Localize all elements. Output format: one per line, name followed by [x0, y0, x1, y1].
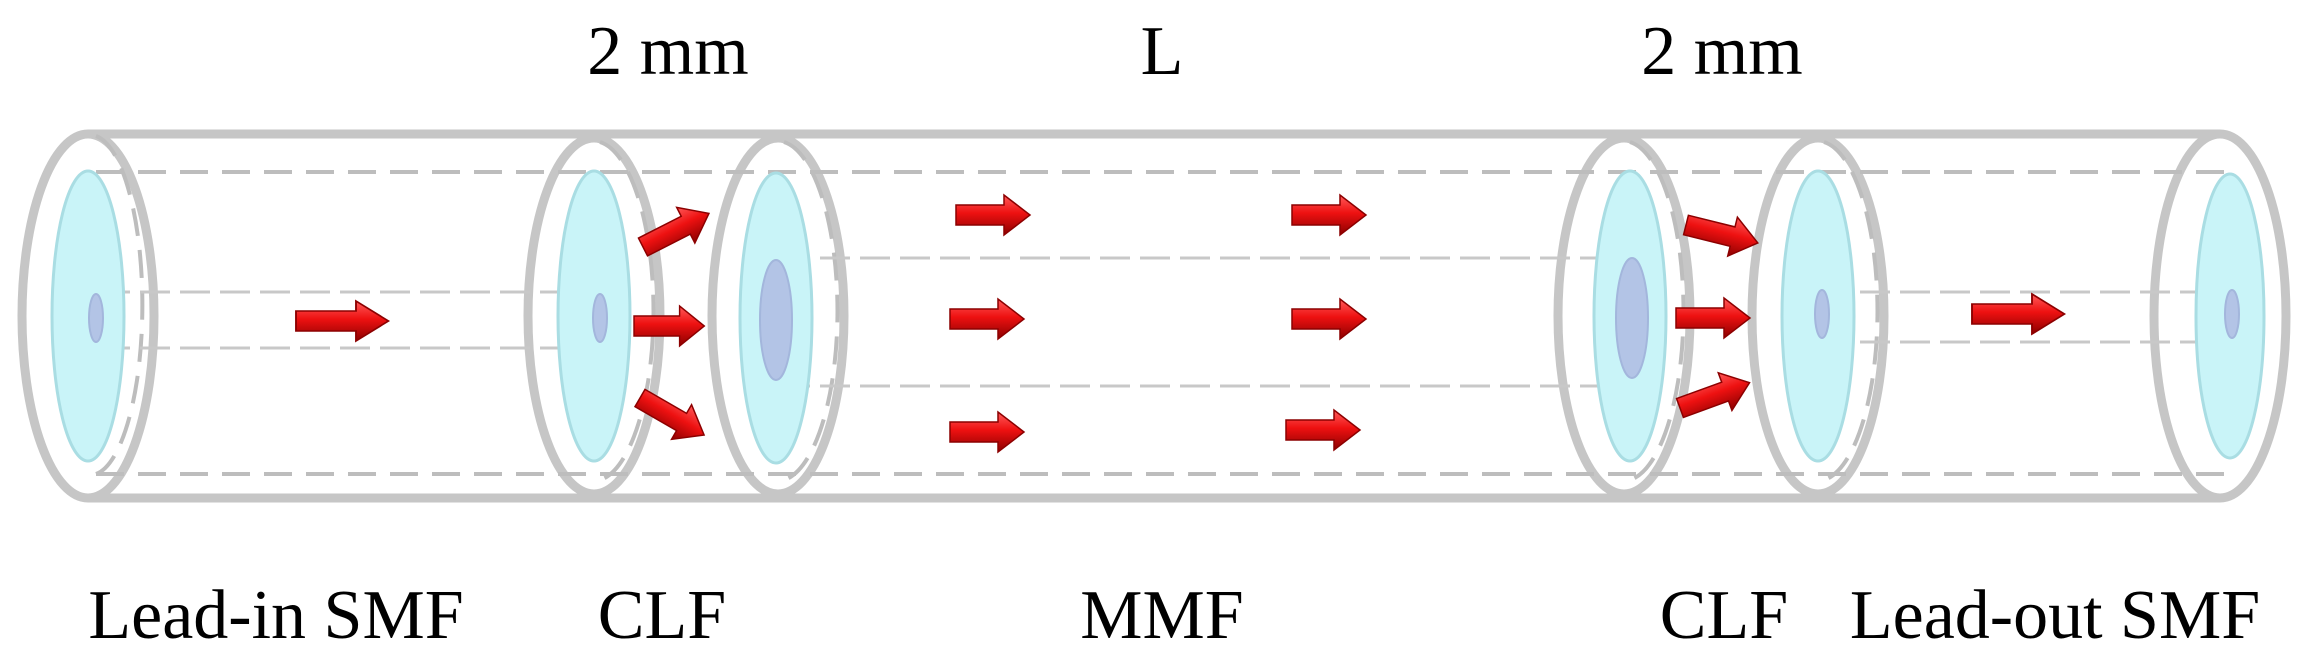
label-clf-right: CLF	[1660, 577, 1788, 654]
core-lines	[100, 256, 2225, 388]
lead-in-smf-face	[50, 169, 126, 463]
arrow-mmf-mid-1	[949, 298, 1025, 340]
label-lead-in-smf: Lead-in SMF	[88, 577, 463, 654]
length-label-left-clf: 2 mm	[587, 13, 748, 90]
label-clf-left: CLF	[598, 577, 726, 654]
mmf-input-face	[738, 171, 814, 465]
clf-right-face	[1592, 169, 1668, 463]
arrow-mmf-mid-2	[1291, 298, 1367, 340]
lead-out-smf-end-face	[2194, 172, 2266, 460]
arrow-mmf-top-1	[955, 194, 1031, 236]
arrow-clf-right-up	[1680, 204, 1764, 264]
arrow-lead-in	[295, 300, 390, 342]
label-lead-out-smf: Lead-out SMF	[1850, 577, 2260, 654]
arrow-mmf-top-2	[1291, 194, 1367, 236]
arrow-mmf-bot-2	[1285, 409, 1361, 451]
arrow-clf-left-mid	[633, 305, 706, 347]
cladding-dashed-lines	[95, 134, 2225, 482]
lead-out-smf-input-face	[1780, 169, 1856, 463]
arrow-lead-out	[1971, 293, 2066, 335]
arrow-mmf-bot-1	[949, 411, 1025, 453]
label-mmf: MMF	[1080, 577, 1243, 654]
clf-left-face	[556, 169, 632, 463]
length-label-right-clf: 2 mm	[1641, 13, 1802, 90]
length-label-mmf: L	[1141, 13, 1184, 90]
